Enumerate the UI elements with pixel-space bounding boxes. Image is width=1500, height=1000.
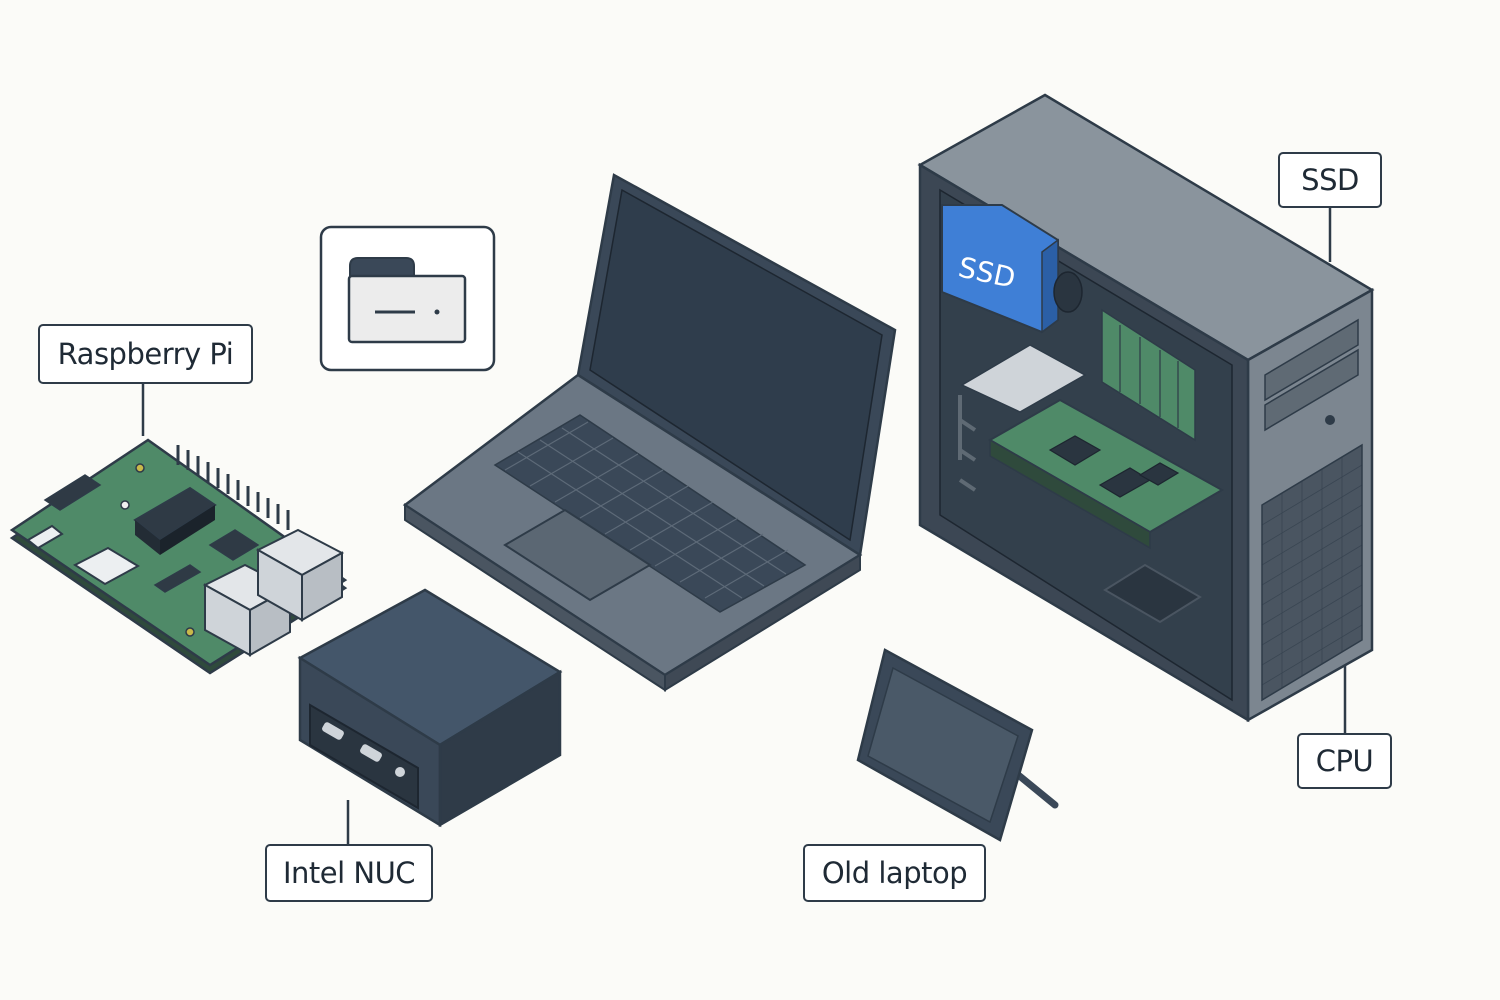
label-raspberry-pi: Raspberry Pi bbox=[38, 324, 253, 384]
label-ssd: SSD bbox=[1278, 152, 1382, 208]
old-laptop-tablet bbox=[856, 648, 1059, 842]
folder-icon bbox=[319, 225, 496, 372]
laptop bbox=[402, 173, 897, 692]
label-cpu: CPU bbox=[1297, 733, 1392, 789]
label-intel-nuc: Intel NUC bbox=[265, 844, 433, 902]
raspberry-pi-board bbox=[9, 438, 348, 675]
intel-nuc bbox=[297, 588, 563, 828]
label-old-laptop: Old laptop bbox=[803, 844, 986, 902]
desktop-tower: SSD bbox=[917, 93, 1375, 723]
